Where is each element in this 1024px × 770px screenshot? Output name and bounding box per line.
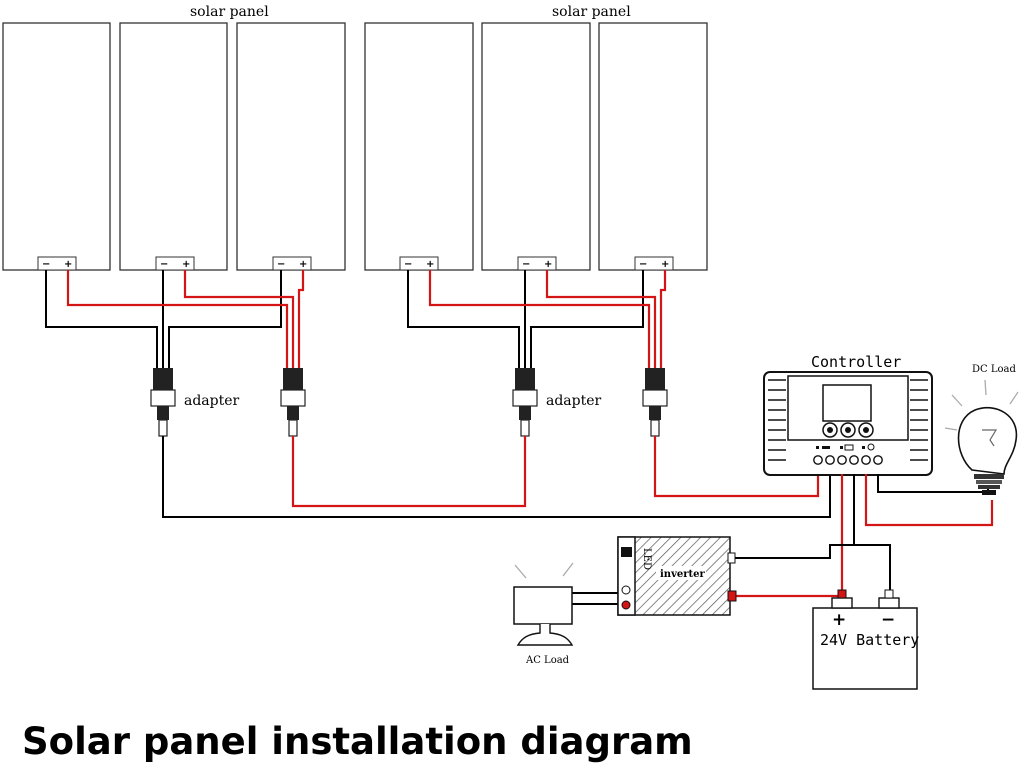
svg-text:−: −: [277, 259, 285, 270]
array-wiring: [162, 436, 831, 518]
ac-load-label: AC Load: [525, 655, 570, 666]
ac-load-monitor: AC Load: [513, 562, 574, 666]
solar-panel-group-2: [364, 22, 708, 271]
controller-knobs: [822, 422, 874, 438]
svg-text:−: −: [42, 259, 50, 270]
svg-text:−: −: [522, 259, 530, 270]
adapter-positive-group-2: [642, 368, 668, 437]
solar-panel: [598, 22, 708, 271]
output-wiring: [572, 474, 994, 605]
junction-box: − +: [37, 256, 77, 271]
panel-wiring-group-2: [407, 270, 667, 370]
diagram-caption: Solar panel installation diagram: [22, 720, 693, 763]
adapter-label-group-1: adapter: [184, 393, 240, 409]
dc-load-bulb: DC Load: [944, 364, 1019, 495]
svg-text:+: +: [544, 259, 552, 270]
controller-label: Controller: [811, 353, 901, 371]
junction-box: − +: [517, 256, 557, 271]
svg-text:+: +: [299, 259, 307, 270]
solar-panel: [236, 22, 346, 271]
junction-box: − +: [272, 256, 312, 271]
svg-text:+: +: [426, 259, 434, 270]
adapter-label-group-2: adapter: [546, 393, 602, 409]
svg-text:+: +: [64, 259, 72, 270]
adapter-negative-group-1: [150, 368, 176, 437]
solar-panel-group-1-label: solar panel: [190, 4, 269, 20]
svg-text:+: +: [661, 259, 669, 270]
battery-label: 24V Battery: [820, 631, 919, 649]
inverter: LED inverter: [617, 536, 737, 616]
svg-text:−: −: [639, 259, 647, 270]
battery-minus: −: [881, 610, 895, 630]
solar-panel-group-2-label: solar panel: [552, 4, 631, 20]
dc-load-label: DC Load: [972, 364, 1016, 375]
solar-panel: [481, 22, 591, 271]
svg-text:−: −: [404, 259, 412, 270]
inverter-label: inverter: [660, 569, 705, 580]
junction-box: − +: [399, 256, 439, 271]
junction-box: − +: [634, 256, 674, 271]
solar-panel: [119, 22, 228, 271]
controller-lcd: [822, 384, 872, 422]
svg-text:−: −: [160, 259, 168, 270]
battery: + − 24V Battery: [812, 589, 919, 690]
solar-panel: [364, 22, 474, 271]
adapter-negative-group-2: [512, 368, 538, 437]
junction-box: − +: [155, 256, 195, 271]
controller-port-icons: [816, 443, 875, 451]
solar-panel-group-1: [2, 22, 346, 271]
panel-wiring-group-1: [45, 270, 305, 370]
solar-panel: [2, 22, 111, 271]
adapter-positive-group-1: [280, 368, 306, 437]
svg-text:+: +: [182, 259, 190, 270]
charge-controller: Controller: [763, 353, 933, 476]
controller-terminals: [813, 455, 883, 465]
inverter-side-text: LED: [641, 548, 652, 570]
battery-plus: +: [832, 610, 846, 630]
